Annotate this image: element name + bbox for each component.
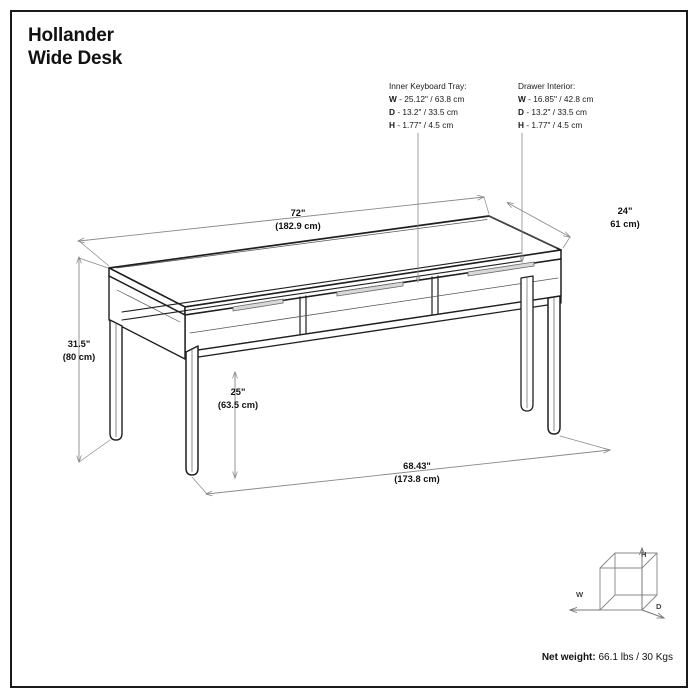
- net-weight-footer: Net weight: 66.1 lbs / 30 Kgs: [542, 652, 673, 663]
- dimension-imperial: 68.43": [403, 461, 431, 471]
- dim-left-height-ext-top: [78, 257, 109, 269]
- callout-row-w: W - 16.85" / 42.8 cm: [518, 93, 593, 106]
- callout-inner-keyboard-tray: Inner Keyboard Tray: W - 25.12" / 63.8 c…: [389, 80, 466, 132]
- page-title-line-1: Hollander: [28, 25, 114, 46]
- dimension-imperial: 25": [230, 387, 246, 397]
- desk-apron-left-return: [108, 275, 186, 360]
- legend-cube-back-face: [614, 552, 658, 596]
- callout-row-w: W - 25.12" / 63.8 cm: [389, 93, 466, 106]
- legend-cube-edge-tl: [599, 552, 616, 569]
- dimension-metric: (80 cm): [62, 351, 96, 362]
- dim-right-depth-line: [508, 203, 570, 237]
- net-weight-value: 66.1 lbs / 30 Kgs: [598, 652, 674, 663]
- callout-key-h: H: [518, 120, 524, 131]
- legend-label-depth: D: [656, 602, 662, 611]
- callout-row-h: H - 1.77" / 4.5 cm: [518, 119, 593, 132]
- dim-bottom-width-ext-left: [191, 476, 208, 495]
- callout-key-d: D: [389, 107, 395, 118]
- drawer-pull-left: [232, 298, 284, 312]
- dim-left-height-ext-bottom: [78, 439, 111, 463]
- dimension-label-right-depth: 24" 61 cm): [560, 205, 690, 230]
- dimension-label-inner-height: 25" (63.5 cm): [178, 386, 298, 411]
- dimension-metric: (182.9 cm): [275, 220, 321, 231]
- drawer-pull-center: [336, 281, 404, 297]
- dim-top-width-line: [79, 197, 484, 241]
- callout-key-h: H: [389, 120, 395, 131]
- dimension-metric: (173.8 cm): [394, 473, 440, 484]
- callout-key-w: W: [389, 94, 397, 105]
- desk-back-apron: [121, 252, 522, 313]
- dim-bottom-width-line: [207, 450, 610, 494]
- callout-key-w: W: [518, 94, 526, 105]
- legend-label-width: W: [576, 590, 584, 599]
- drawer-divider-right: [431, 275, 439, 315]
- legend-cube-edge-br: [641, 594, 658, 611]
- legend-axis-depth: [641, 609, 664, 618]
- page-title-line-2: Wide Desk: [28, 48, 123, 70]
- callout-drawer-interior: Drawer Interior: W - 16.85" / 42.8 cm D …: [518, 80, 593, 132]
- dimension-imperial: 24": [617, 206, 633, 216]
- drawer-divider-left: [299, 295, 307, 335]
- callout-heading: Drawer Interior:: [518, 81, 576, 91]
- callout-value-d: - 13.2" / 33.5 cm: [526, 107, 587, 118]
- dimension-lines: [79, 197, 610, 494]
- net-weight-label: Net weight:: [541, 652, 596, 663]
- whd-legend-cube: [570, 548, 664, 618]
- dimension-metric: (63.5 cm): [217, 399, 259, 410]
- page-title: Hollander Wide Desk: [28, 24, 122, 70]
- callout-leader-lines: [418, 132, 522, 282]
- drawer-face-lines: [189, 277, 559, 334]
- callout-key-d: D: [518, 107, 524, 118]
- dim-right-depth-ext: [562, 236, 571, 249]
- dimension-label-top-width: 72" (182.9 cm): [233, 207, 363, 232]
- callout-row-d: D - 13.2" / 33.5 cm: [389, 106, 466, 119]
- callout-heading: Inner Keyboard Tray:: [389, 81, 467, 91]
- dim-bottom-width-ext-right: [559, 435, 611, 451]
- desk-apron-left-inner-line: [116, 289, 181, 323]
- legend-cube-edge-tr: [641, 552, 658, 569]
- legend-cube-edge-bl: [599, 594, 616, 611]
- dim-top-width-ext-left: [78, 240, 110, 267]
- dim-top-width-ext-right: [483, 196, 490, 215]
- dimension-label-left-height: 31.5" (80 cm): [33, 338, 125, 363]
- desk-back-apron-2: [121, 260, 522, 321]
- callout-value-w: - 25.12" / 63.8 cm: [399, 94, 465, 105]
- legend-label-height: H: [641, 550, 647, 559]
- callout-value-h: - 1.77" / 4.5 cm: [526, 120, 583, 131]
- callout-value-d: - 13.2" / 33.5 cm: [397, 107, 458, 118]
- desk-illustration: [108, 215, 562, 476]
- callout-row-d: D - 13.2" / 33.5 cm: [518, 106, 593, 119]
- dimension-label-bottom-width: 68.43" (173.8 cm): [352, 460, 482, 485]
- page-border: [10, 10, 688, 688]
- callout-value-w: - 16.85" / 42.8 cm: [528, 94, 594, 105]
- dimension-metric: 61 cm): [610, 218, 640, 229]
- dimension-imperial: 31.5": [67, 339, 91, 349]
- callout-value-h: - 1.77" / 4.5 cm: [397, 120, 454, 131]
- drawer-pull-right: [467, 261, 535, 277]
- dimension-imperial: 72": [290, 208, 306, 218]
- callout-row-h: H - 1.77" / 4.5 cm: [389, 119, 466, 132]
